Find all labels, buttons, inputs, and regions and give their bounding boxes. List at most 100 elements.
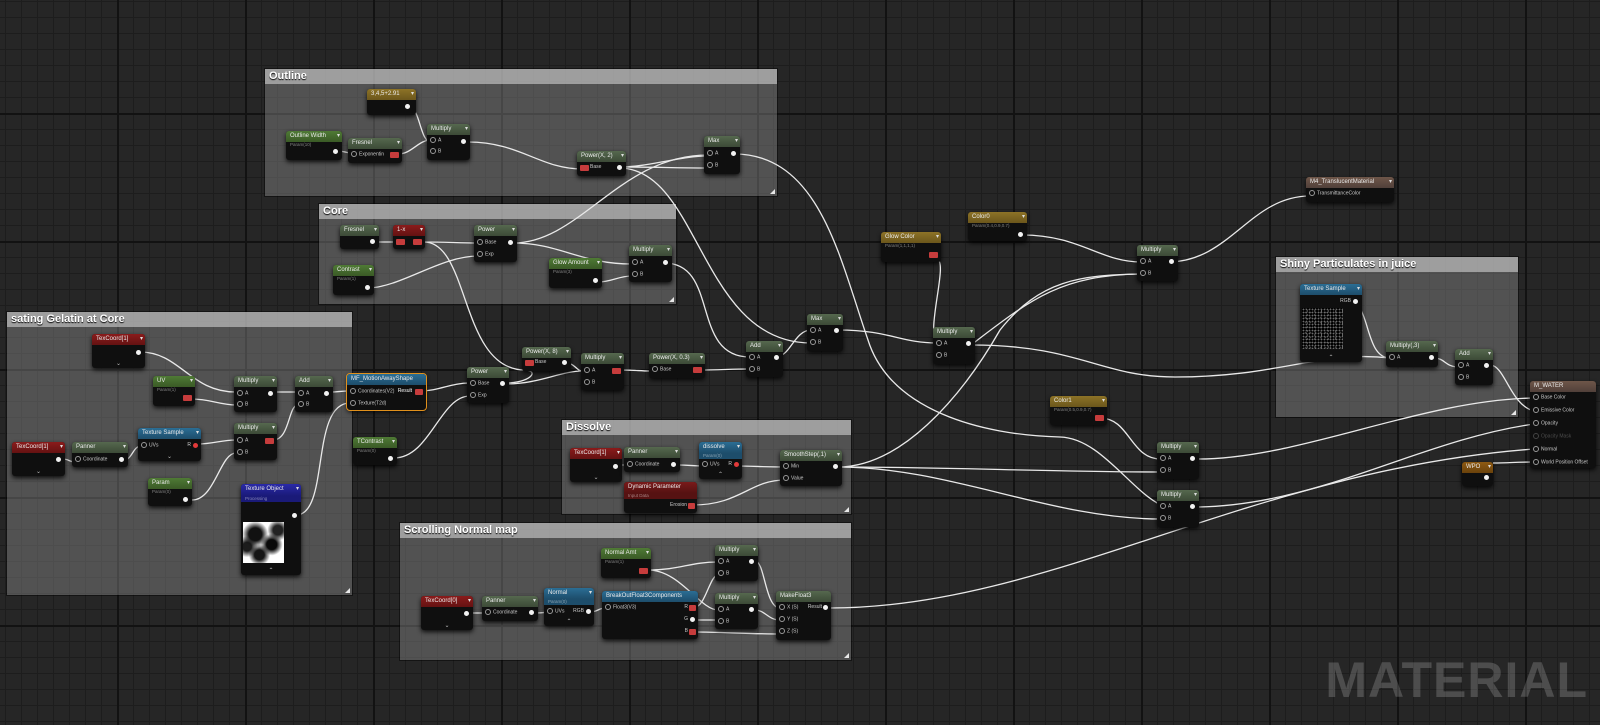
- input-pin-b[interactable]: B: [298, 401, 309, 408]
- node-uv-param[interactable]: UV▾ Param(1): [153, 376, 195, 406]
- input-pin-a[interactable]: A: [749, 354, 760, 361]
- resize-handle[interactable]: [844, 507, 849, 512]
- node-multiply[interactable]: Multiply▾ A B: [1157, 490, 1199, 527]
- node-multiply[interactable]: Multiply(,3)▾ A: [1386, 341, 1438, 367]
- comment-outline[interactable]: Outline: [265, 69, 777, 196]
- input-pin-a[interactable]: A: [237, 437, 248, 444]
- input-pin-coordinate[interactable]: Coordinate: [75, 456, 107, 463]
- node-multiply[interactable]: Multiply▾ A B: [427, 124, 470, 160]
- chevron-down-icon[interactable]: ▾: [588, 590, 592, 596]
- node-multiply[interactable]: Multiply▾ A B: [1157, 442, 1199, 479]
- node-multiply[interactable]: Multiply▾ A B: [715, 593, 758, 629]
- output-pin[interactable]: [617, 165, 622, 170]
- node-glow-amount-param[interactable]: Glow Amount▾ Param(3): [549, 258, 602, 288]
- chevron-down-icon[interactable]: ▾: [674, 449, 678, 455]
- input-pin-opacity[interactable]: Opacity: [1533, 420, 1558, 427]
- output-pin-b[interactable]: B: [684, 628, 688, 634]
- output-pin[interactable]: [193, 443, 198, 448]
- input-pin-coordinates[interactable]: Coordinates(V2): [350, 388, 394, 395]
- input-pin-exp[interactable]: Exp: [477, 251, 494, 258]
- output-pin[interactable]: [639, 568, 648, 574]
- output-pin[interactable]: [415, 389, 423, 395]
- node-power[interactable]: Power(X, 2)▾ Base: [577, 151, 626, 176]
- output-pin[interactable]: [508, 240, 513, 245]
- node-panner[interactable]: Panner▾ Coordinate: [624, 447, 680, 472]
- node-power[interactable]: Power▾ Base Exp: [474, 225, 517, 262]
- output-pin[interactable]: [1190, 456, 1195, 461]
- chevron-down-icon[interactable]: ▾: [752, 595, 756, 601]
- node-normal-texture[interactable]: Normal▾ Param(0) UVs RGB ⌃: [544, 588, 594, 626]
- chevron-down-icon[interactable]: ▾: [666, 247, 670, 253]
- output-pin[interactable]: [693, 367, 702, 373]
- input-pin-b[interactable]: B: [584, 379, 595, 386]
- input-pin-a[interactable]: A: [1389, 354, 1400, 361]
- output-pin[interactable]: [613, 464, 618, 469]
- resize-handle[interactable]: [844, 653, 849, 658]
- input-pin-b[interactable]: B: [718, 570, 729, 577]
- output-pin[interactable]: [731, 151, 736, 156]
- chevron-down-icon[interactable]: ▾: [699, 355, 703, 361]
- output-pin-result[interactable]: Result: [807, 604, 822, 610]
- output-pin[interactable]: [593, 278, 598, 283]
- node-multiply[interactable]: Multiply▾ A B: [629, 245, 672, 282]
- input-pin-a[interactable]: A: [430, 137, 441, 144]
- node-color1-param[interactable]: Color1▾ Param(0.5,0.9,0.7): [1050, 396, 1107, 425]
- expand-arrow-icon[interactable]: ⌃: [268, 568, 274, 574]
- node-add[interactable]: Add▾ A B: [1455, 349, 1493, 385]
- chevron-down-icon[interactable]: ▾: [734, 138, 738, 144]
- output-pin[interactable]: [689, 629, 696, 635]
- output-pin[interactable]: [1484, 475, 1489, 480]
- node-texcoord[interactable]: TexCoord[1]▾ ⌄: [12, 442, 65, 476]
- expand-arrow-icon[interactable]: ⌃: [1328, 355, 1334, 361]
- chevron-down-icon[interactable]: ▾: [410, 91, 414, 97]
- output-pin[interactable]: [265, 438, 274, 444]
- output-pin-result[interactable]: Result: [397, 388, 412, 394]
- output-pin[interactable]: [464, 611, 469, 616]
- chevron-down-icon[interactable]: ▾: [620, 153, 624, 159]
- input-pin-b[interactable]: B: [749, 366, 760, 373]
- chevron-down-icon[interactable]: ▾: [596, 260, 600, 266]
- input-pin-y[interactable]: Y (S): [779, 616, 798, 623]
- chevron-down-icon[interactable]: ▾: [195, 430, 199, 436]
- input-pin-coordinate[interactable]: Coordinate: [627, 461, 659, 468]
- output-pin[interactable]: [136, 350, 141, 355]
- node-color-param[interactable]: Color0▾ Param(0.4,0.9,0.7): [968, 212, 1027, 241]
- expand-arrow-icon[interactable]: ⌄: [115, 361, 122, 367]
- input-pin-b[interactable]: B: [1140, 270, 1151, 277]
- output-pin[interactable]: [749, 607, 754, 612]
- node-power[interactable]: Power▾ Base Exp: [467, 367, 509, 403]
- chevron-down-icon[interactable]: ▾: [295, 486, 299, 492]
- output-pin[interactable]: [734, 462, 739, 467]
- input-pin-normal[interactable]: Normal: [1533, 446, 1557, 453]
- output-pin[interactable]: [671, 462, 676, 467]
- node-max[interactable]: Max▾ A B: [704, 136, 740, 174]
- input-pin-a[interactable]: A: [632, 259, 643, 266]
- output-pin-rgb[interactable]: RGB: [573, 608, 584, 614]
- input-pin-value[interactable]: Value: [783, 475, 803, 482]
- resize-handle[interactable]: [345, 588, 350, 593]
- input-pin-a[interactable]: A: [718, 558, 729, 565]
- chevron-down-icon[interactable]: ▾: [616, 450, 620, 456]
- chevron-down-icon[interactable]: ▾: [565, 349, 569, 355]
- input-pin-b[interactable]: B: [237, 401, 248, 408]
- output-pin-r[interactable]: R: [684, 604, 688, 610]
- chevron-down-icon[interactable]: ▾: [122, 444, 126, 450]
- node-translucent-material-output[interactable]: M4_TranslucentMaterial▾ TransmittanceCol…: [1306, 177, 1394, 202]
- chevron-down-icon[interactable]: ▾: [1193, 444, 1197, 450]
- input-pin-x[interactable]: X (S): [779, 604, 798, 611]
- input-pin-exp[interactable]: Exp: [470, 392, 487, 399]
- chevron-down-icon[interactable]: ▾: [1021, 214, 1025, 220]
- input-pin-exponent[interactable]: Exponentin: [351, 151, 384, 158]
- output-pin-g[interactable]: G: [684, 616, 688, 622]
- resize-handle[interactable]: [1511, 410, 1516, 415]
- node-outline-width-param[interactable]: Outline Width▾ Param(10): [286, 131, 342, 160]
- node-multiply[interactable]: Multiply▾ A B: [234, 423, 277, 460]
- node-material-function-motion-away-shape[interactable]: MF_MotionAwayShape Coordinates(V2) Textu…: [346, 373, 427, 411]
- output-pin[interactable]: [1429, 355, 1434, 360]
- input-pin-b[interactable]: B: [1458, 374, 1469, 381]
- chevron-down-icon[interactable]: ▾: [752, 547, 756, 553]
- chevron-down-icon[interactable]: ▾: [327, 378, 331, 384]
- node-multiply[interactable]: Multiply▾ A B: [581, 353, 624, 390]
- output-pin[interactable]: [966, 341, 971, 346]
